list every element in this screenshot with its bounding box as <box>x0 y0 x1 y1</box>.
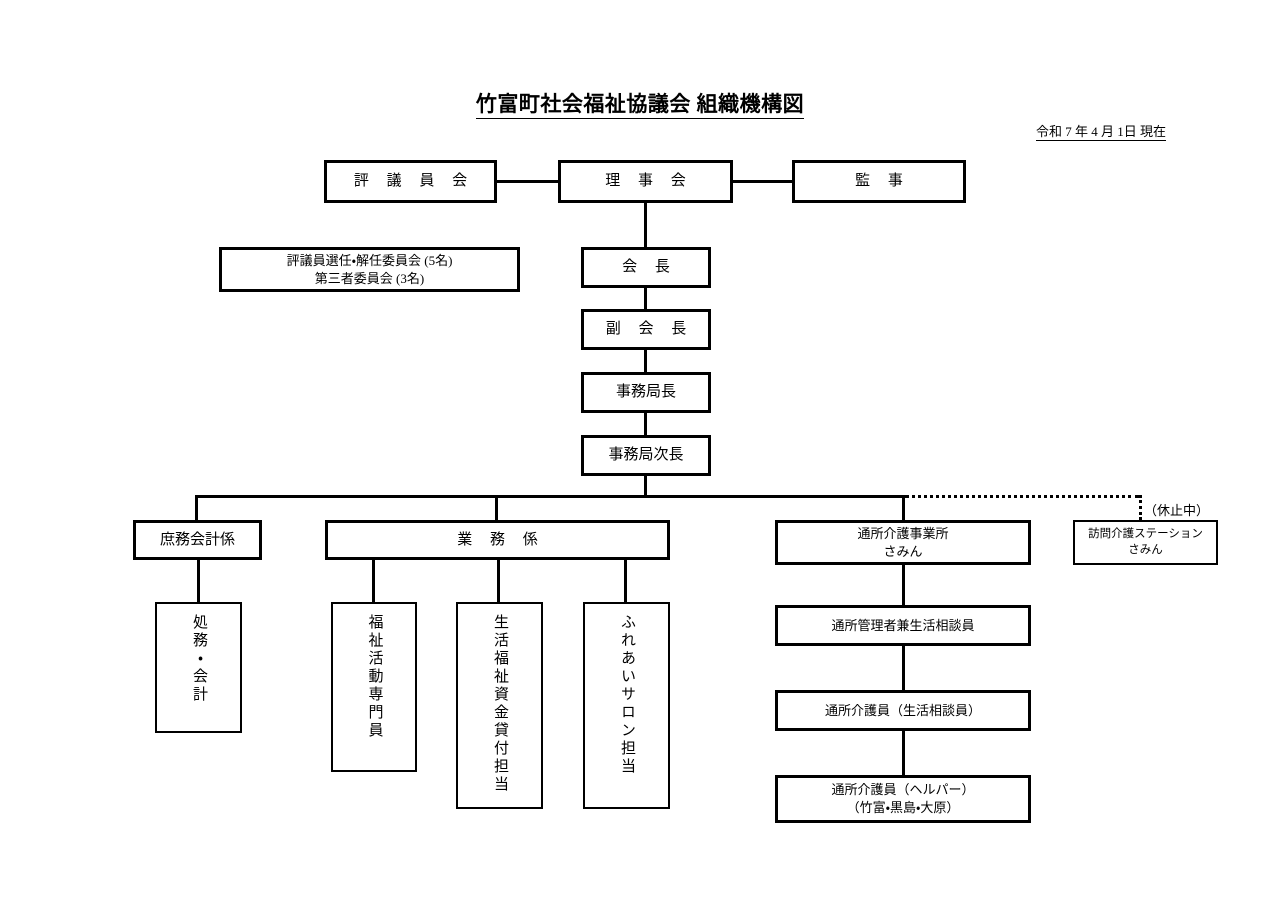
node-hyogiinkai: 評 議 員 会 <box>324 160 497 203</box>
node-kaicho: 会 長 <box>581 247 711 288</box>
edge-tsushojigyosho-tsushokanrisha <box>902 565 905 605</box>
edge-gyomugakari-fukushikatsudo-a <box>372 560 375 602</box>
bus-line-suspended-dotted <box>905 495 1139 498</box>
node-tsushokaigoin: 通所介護員（生活相談員） <box>775 690 1031 731</box>
suspended-note: （休止中） <box>1144 503 1210 518</box>
edge-rijikai-kanji <box>733 180 792 183</box>
node-rijikai: 理 事 会 <box>558 160 733 203</box>
node-senninkaininiinkai: 評議員選任・解任委員会 (5名) 第三者委員会 (3名) <box>219 247 520 292</box>
node-seikatsushikin: 生活福祉資金貸付担当 <box>456 602 543 809</box>
node-fureaisalon: ふれあいサロン担当 <box>583 602 670 809</box>
node-kanji: 監 事 <box>792 160 966 203</box>
stem-gyomugakari <box>495 495 498 520</box>
node-homonstation: 訪問介護ステーション さみん <box>1073 520 1218 565</box>
effective-date-text: 令和 7 年 4 月 1日 現在 <box>1035 124 1166 141</box>
node-tsushojigyosho: 通所介護事業所 さみん <box>775 520 1031 565</box>
node-jimukyokucho: 事務局長 <box>581 372 711 413</box>
edge-rijikai-kaicho <box>644 203 647 247</box>
edge-jimukyokujicho-bus <box>644 476 647 497</box>
bus-line-departments <box>195 495 905 498</box>
edge-gyomugakari-seikatsushikin-a <box>497 560 500 602</box>
node-tsushohelper: 通所介護員（ヘルパー） （竹富・黒島・大原） <box>775 775 1031 823</box>
edge-shomukaikeigakari-shomukaikei <box>197 560 200 602</box>
edge-fukukaicho-jimukyokucho <box>644 350 647 372</box>
node-fukushikatsudo: 福祉活動専門員 <box>331 602 417 772</box>
node-fukukaicho: 副 会 長 <box>581 309 711 350</box>
node-shomukaikei: 処務・会計 <box>155 602 242 733</box>
page-title: 竹富町社会福祉協議会 組織機構図 <box>0 88 1280 119</box>
edge-hyogiinkai-rijikai <box>497 180 558 183</box>
edge-tsushokanrisha-tsushokaigoin <box>902 646 905 690</box>
node-shomukaikeigakari: 庶務会計係 <box>133 520 262 560</box>
stem-tsushojigyosho <box>902 495 905 520</box>
effective-date: 令和 7 年 4 月 1日 現在 <box>1035 121 1166 141</box>
node-gyomugakari: 業 務 係 <box>325 520 670 560</box>
edge-tsushokaigoin-tsushohelper <box>902 731 905 775</box>
page-title-text: 竹富町社会福祉協議会 組織機構図 <box>475 92 805 119</box>
edge-gyomugakari-fureaisalon-a <box>624 560 627 602</box>
edge-jimukyokucho-jimukyokujicho <box>644 413 647 435</box>
stem-homonstation-dotted <box>1139 495 1142 520</box>
node-jimukyokujicho: 事務局次長 <box>581 435 711 476</box>
stem-shomukaikeigakari <box>195 495 198 520</box>
edge-kaicho-fukukaicho <box>644 288 647 309</box>
node-tsushokanrisha: 通所管理者兼生活相談員 <box>775 605 1031 646</box>
